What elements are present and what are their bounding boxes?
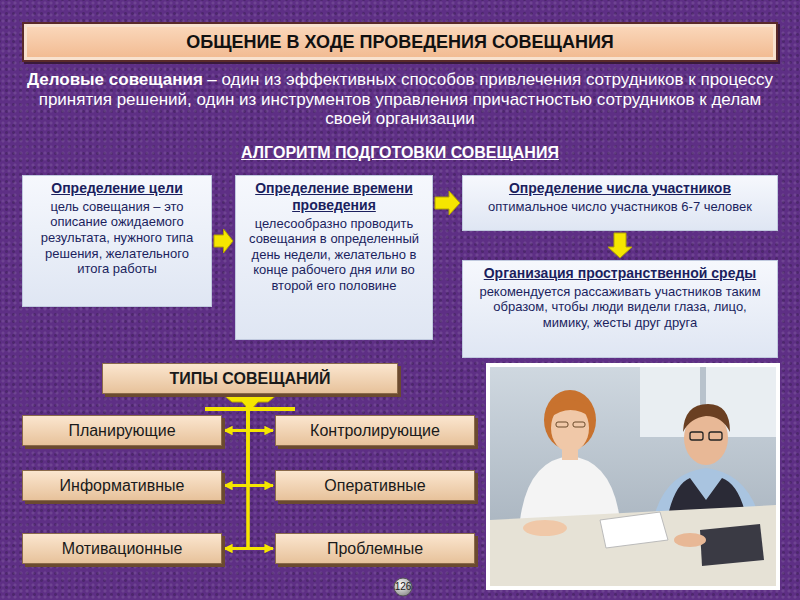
page-number-text: 126 (395, 581, 412, 592)
process-box: Определение числа участников оптимальное … (462, 175, 778, 231)
box-body: целесообразно проводить совещания в опре… (242, 216, 426, 294)
block-arrow (435, 191, 460, 215)
box-heading: Контролирующие (310, 422, 440, 440)
branch-connector (224, 394, 248, 486)
branch-connector (224, 394, 248, 431)
man-glasses (709, 432, 722, 440)
box-heading: Определение времени проведения (242, 180, 426, 214)
category-box: Мотивационные (22, 533, 222, 564)
section-heading-text: АЛГОРИТМ ПОДГОТОВКИ СОВЕЩАНИЯ (241, 144, 559, 161)
branch-connector (248, 394, 273, 431)
category-box: Планирующие (22, 415, 222, 446)
woman-glasses (556, 422, 568, 427)
page-number-badge (394, 578, 412, 596)
process-box: Определение цели цель совещания – это опи… (22, 175, 212, 307)
box-body: оптимальное число участников 6-7 человек (469, 199, 771, 215)
branch-bar (205, 407, 295, 411)
photo-table (490, 505, 776, 586)
title-text: ОБЩЕНИЕ В ХОДЕ ПРОВЕДЕНИЯ СОВЕЩАНИЯ (186, 32, 614, 53)
box-heading: Мотивационные (62, 540, 183, 558)
branch-connector (248, 394, 273, 549)
photo-frame (486, 363, 780, 590)
photo-wall (490, 367, 776, 586)
block-arrow (214, 229, 233, 253)
page-number: 126 (388, 580, 418, 594)
woman-fringe (548, 399, 594, 418)
definition-text: Деловые совещания– один из эффективных с… (20, 70, 780, 129)
woman-shirt (520, 456, 620, 520)
woman-hands (523, 520, 567, 536)
block-arrow (608, 233, 632, 258)
box-heading: ТИПЫ СОВЕЩАНИЙ (169, 370, 330, 388)
man-hands (674, 533, 706, 547)
section-heading: АЛГОРИТМ ПОДГОТОВКИ СОВЕЩАНИЯ (0, 144, 800, 162)
box-heading: Организация пространственной среды (469, 265, 771, 282)
category-box: Оперативные (275, 470, 475, 501)
category-box: Проблемные (275, 533, 475, 564)
category-box: Информативные (22, 470, 222, 501)
meeting-photo (486, 363, 780, 590)
box-heading: Информативные (60, 477, 185, 495)
photo-paper (600, 512, 668, 548)
box-heading: Определение цели (29, 180, 205, 197)
box-heading: Оперативные (324, 477, 425, 495)
box-body: цель совещания – это описание ожидаемого… (29, 199, 205, 277)
branch-connector (248, 394, 273, 486)
process-box: Организация пространственной среды рекоме… (462, 260, 778, 358)
woman-neck (562, 450, 578, 460)
box-heading: Проблемные (327, 540, 423, 558)
branch-connector (224, 394, 248, 549)
box-heading: Определение числа участников (469, 180, 771, 197)
title-bar: ОБЩЕНИЕ В ХОДЕ ПРОВЕДЕНИЯ СОВЕЩАНИЯ (22, 22, 778, 62)
woman-glasses (573, 422, 585, 427)
photo-laptop (700, 524, 764, 566)
category-header: ТИПЫ СОВЕЩАНИЙ (102, 363, 398, 394)
box-heading: Планирующие (68, 422, 175, 440)
definition-term: Деловые совещания (27, 70, 203, 89)
process-box: Определение времени проведенияцелесообра… (235, 175, 433, 340)
category-box: Контролирующие (275, 415, 475, 446)
box-body: рекомендуется рассаживать участников так… (469, 284, 771, 331)
man-hair (683, 404, 730, 432)
man-glasses (690, 432, 703, 440)
